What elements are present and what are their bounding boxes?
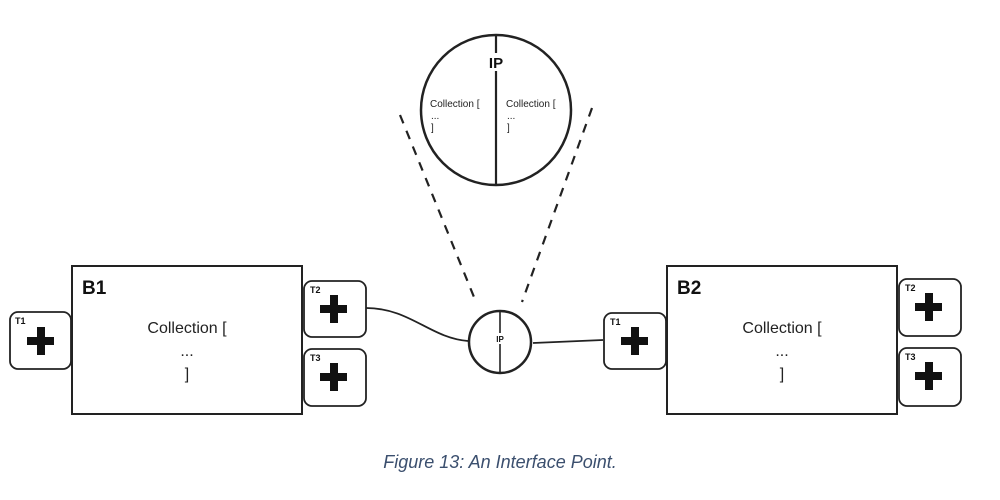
- terminal-b1-t3[interactable]: T3: [303, 348, 367, 407]
- zoom-left-collection-ellipsis: ...: [431, 111, 439, 122]
- terminal-b2-t2[interactable]: T2: [898, 278, 962, 337]
- interface-point-zoom-label: IP: [489, 55, 503, 72]
- terminal-b2-t3-label: T3: [905, 352, 916, 362]
- block-b2-collection-ellipsis: ...: [775, 343, 788, 360]
- figure-caption: Figure 13: An Interface Point.: [383, 452, 617, 472]
- interface-point-label: IP: [496, 335, 504, 344]
- terminal-b2-t2-label: T2: [905, 283, 916, 293]
- plus-icon: [27, 327, 54, 355]
- block-b1-collection-ellipsis: ...: [180, 343, 193, 360]
- block-b2-collection-open: Collection [: [742, 320, 822, 337]
- terminal-b1-t2-label: T2: [310, 285, 321, 295]
- interface-point[interactable]: IP: [467, 309, 533, 375]
- block-b1-title: B1: [82, 278, 107, 299]
- terminal-b1-t1[interactable]: T1: [9, 311, 72, 370]
- plus-icon: [915, 293, 942, 321]
- zoom-line-right: [520, 107, 594, 303]
- wire-b1-t2-to-ip: [365, 307, 469, 342]
- block-b1-box: [71, 265, 303, 415]
- zoom-right-collection-ellipsis: ...: [507, 111, 515, 122]
- interface-point-zoom: IP Collection [ ... ] Collection [ ... ]: [419, 33, 573, 187]
- block-b2-title: B2: [677, 278, 701, 299]
- terminal-b2-t3[interactable]: T3: [898, 347, 962, 407]
- terminal-b1-t3-label: T3: [310, 353, 321, 363]
- block-b2: B2 Collection [ ... ]: [666, 265, 898, 415]
- terminal-b1-t1-label: T1: [15, 316, 26, 326]
- zoom-left-collection-close: ]: [431, 123, 434, 134]
- block-b1-collection-close: ]: [185, 366, 189, 383]
- plus-icon: [320, 363, 347, 391]
- plus-icon: [320, 295, 347, 323]
- terminal-b2-t1[interactable]: T1: [603, 312, 667, 370]
- block-b2-collection-close: ]: [780, 366, 784, 383]
- block-b1: B1 Collection [ ... ]: [71, 265, 303, 415]
- terminal-b2-t1-label: T1: [610, 317, 621, 327]
- block-b2-box: [666, 265, 898, 415]
- plus-icon: [621, 327, 648, 355]
- zoom-left-collection-open: Collection [: [430, 99, 480, 110]
- wire-ip-to-b2-t1: [532, 339, 604, 344]
- terminal-b1-t2[interactable]: T2: [303, 280, 367, 338]
- zoom-right-collection-open: Collection [: [506, 99, 556, 110]
- interface-point-diagram: B1 Collection [ ... ] T1 T2 T3 IP: [9, 33, 962, 415]
- plus-icon: [915, 362, 942, 390]
- zoom-right-collection-close: ]: [507, 123, 510, 134]
- block-b1-collection-open: Collection [: [147, 320, 227, 337]
